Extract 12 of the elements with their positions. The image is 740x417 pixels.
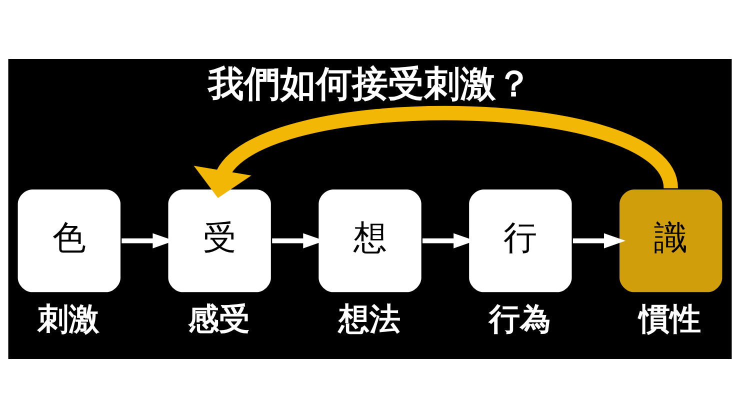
node-box: 色 [18, 188, 120, 292]
node-label: 感受 [188, 301, 250, 338]
node-box: 受 [168, 188, 271, 292]
diagram-title: 我們如何接受刺激？ [208, 64, 532, 105]
node-box: 行 [469, 188, 572, 292]
node-label: 想法 [338, 301, 400, 338]
node-box: 想 [318, 188, 422, 292]
node-label: 行為 [488, 301, 551, 338]
node-label: 慣性 [639, 301, 702, 338]
node-box: 識 [620, 188, 722, 292]
node-label: 刺激 [38, 301, 100, 338]
arrow [572, 232, 626, 248]
